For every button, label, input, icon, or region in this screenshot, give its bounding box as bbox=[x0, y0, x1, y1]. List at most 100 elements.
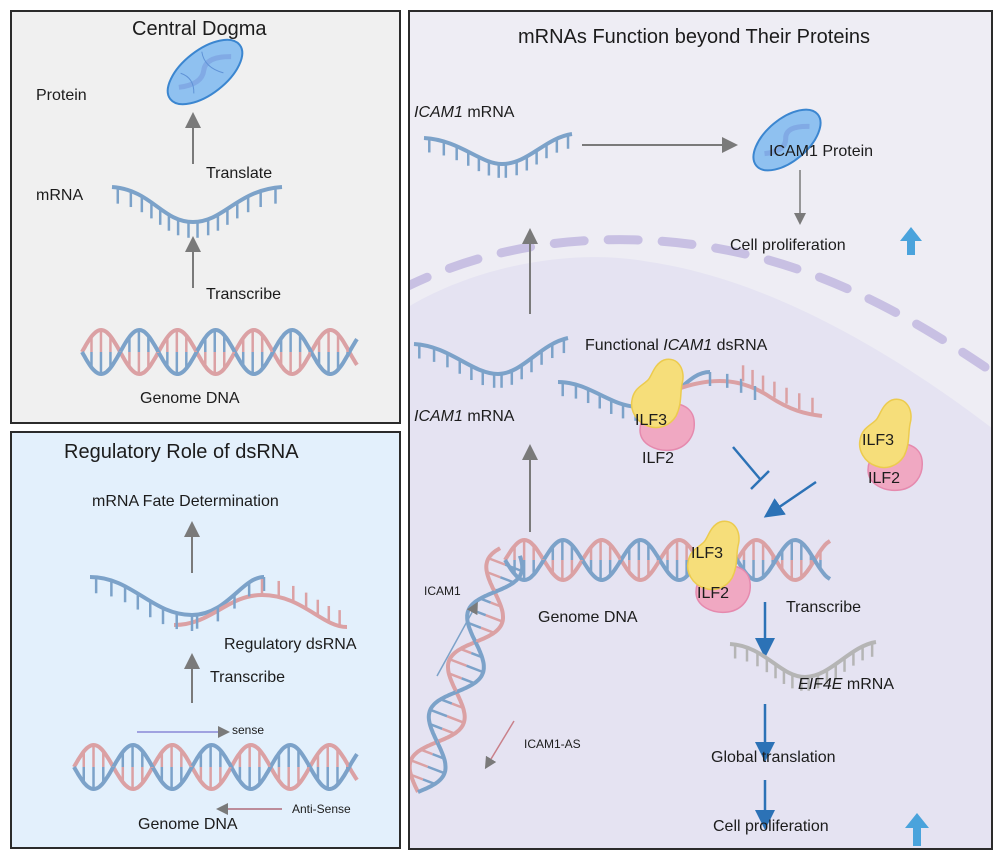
dna-strand-sense bbox=[80, 327, 359, 377]
cell-proliferation-top-label: Cell proliferation bbox=[730, 237, 846, 254]
base-pair bbox=[470, 651, 483, 659]
base-pair bbox=[440, 698, 453, 705]
increase-arrow-top-icon bbox=[900, 227, 922, 255]
dna-strand-sense bbox=[503, 537, 832, 583]
icam1-mrna-top-label: ICAM1 mRNA bbox=[414, 104, 514, 122]
gene-name: ICAM1 bbox=[414, 104, 463, 121]
label-suffix: mRNA bbox=[462, 408, 515, 425]
icam1-protein-icon bbox=[752, 108, 822, 172]
label-suffix: dsRNA bbox=[712, 337, 768, 354]
functional-dsrna-label: Functional ICAM1 dsRNA bbox=[585, 337, 767, 355]
base-pair bbox=[410, 759, 429, 768]
label-suffix: mRNA bbox=[842, 676, 895, 693]
nuclear-membrane bbox=[410, 235, 990, 372]
transcribe-label: Transcribe bbox=[206, 286, 281, 303]
base-pair bbox=[441, 727, 456, 735]
ilf-complex-dsrna bbox=[630, 358, 695, 452]
protein-label: Protein bbox=[36, 87, 87, 104]
icam1-strand-label: ICAM1 bbox=[424, 584, 461, 598]
base-pair bbox=[480, 626, 495, 634]
ilf2-label: ILF2 bbox=[697, 585, 730, 602]
antisense-label: Anti-Sense bbox=[292, 802, 351, 816]
icam1-mrna-mid-icon bbox=[413, 336, 569, 388]
ilf-binding-arrow bbox=[763, 480, 817, 518]
dna-strand-antisense bbox=[80, 327, 359, 377]
genome-dna-label: Genome DNA bbox=[538, 609, 638, 626]
panel-title: Regulatory Role of dsRNA bbox=[64, 441, 299, 463]
sense-label: sense bbox=[232, 723, 265, 737]
dna-strand-antisense bbox=[72, 742, 359, 792]
base-pair bbox=[475, 639, 479, 643]
ilf3-label: ILF3 bbox=[862, 432, 895, 449]
mrna-function-panel: mRNAs Function beyond Their Proteins ICA… bbox=[408, 10, 993, 850]
regulatory-dsrna-graphics bbox=[72, 521, 359, 815]
base-pair bbox=[429, 722, 443, 731]
icam1-mrna-mid-label: ICAM1 mRNA bbox=[414, 408, 514, 426]
mrna-strand-icon bbox=[111, 185, 283, 238]
global-translation-label: Global translation bbox=[711, 749, 836, 766]
panel-title: Central Dogma bbox=[132, 18, 267, 40]
base-pair bbox=[422, 778, 436, 786]
ilf2-label: ILF2 bbox=[868, 470, 901, 487]
base-pair bbox=[479, 597, 492, 604]
regulatory-dsrna-label: Regulatory dsRNA bbox=[224, 636, 357, 653]
base-pair bbox=[460, 647, 472, 655]
cell-proliferation-bottom-label: Cell proliferation bbox=[713, 818, 829, 835]
icam1-protein-label: ICAM1 Protein bbox=[769, 143, 874, 160]
base-pair bbox=[410, 773, 424, 781]
base-pair bbox=[420, 748, 433, 756]
base-pair bbox=[465, 664, 484, 674]
base-pair bbox=[451, 702, 464, 710]
base-pair bbox=[461, 677, 475, 685]
gene-name: ICAM1 bbox=[663, 337, 713, 354]
dna-helix-icon bbox=[72, 742, 359, 792]
base-pair bbox=[486, 570, 501, 579]
base-pair bbox=[499, 576, 515, 584]
ilf-complex-free bbox=[858, 398, 923, 492]
base-pair bbox=[467, 621, 482, 629]
gene-name: EIF4E bbox=[798, 676, 843, 693]
ilf3-label: ILF3 bbox=[691, 545, 724, 562]
base-pair bbox=[449, 658, 467, 667]
icam1-direction-arrow bbox=[436, 601, 478, 677]
increase-arrow-bottom-icon bbox=[905, 813, 929, 846]
icam1-as-direction-arrow bbox=[484, 720, 515, 770]
label-prefix: Functional bbox=[585, 337, 664, 354]
icam1-as-strand-label: ICAM1-AS bbox=[524, 737, 581, 751]
base-pair bbox=[446, 715, 465, 724]
regulatory-dsrna-panel: Regulatory Role of dsRNA mRNA Fate Deter… bbox=[10, 431, 401, 849]
genome-dna-label: Genome DNA bbox=[138, 816, 238, 833]
functional-dsrna-icon bbox=[557, 365, 823, 421]
base-pair bbox=[427, 765, 445, 775]
dsrna-icon bbox=[89, 575, 348, 631]
transcribe-label: Transcribe bbox=[786, 599, 861, 616]
panel-title: mRNAs Function beyond Their Proteins bbox=[518, 26, 871, 48]
central-dogma-graphics bbox=[80, 38, 359, 377]
base-pair bbox=[432, 752, 445, 760]
label-suffix: mRNA bbox=[462, 104, 515, 121]
base-pair bbox=[429, 708, 448, 718]
dna-helix-icon bbox=[80, 327, 359, 377]
base-pair bbox=[473, 638, 477, 642]
translate-label: Translate bbox=[206, 165, 273, 182]
eif4e-mrna-label: EIF4E mRNA bbox=[798, 676, 894, 694]
genome-dna-label: Genome DNA bbox=[140, 390, 240, 407]
dna-strand-sense bbox=[72, 742, 359, 792]
base-pair bbox=[488, 557, 506, 566]
mrna-label: mRNA bbox=[36, 187, 84, 204]
ilf-complex-dna bbox=[686, 520, 751, 614]
base-pair bbox=[490, 601, 502, 608]
ilf3-label: ILF3 bbox=[635, 412, 668, 429]
base-pair bbox=[495, 588, 499, 592]
base-pair bbox=[492, 587, 496, 592]
gene-name: ICAM1 bbox=[414, 408, 463, 425]
transcribe-label: Transcribe bbox=[210, 669, 285, 686]
icam1-mrna-top-icon bbox=[423, 132, 573, 178]
central-dogma-panel: Central Dogma Protein mRNA Translate Tra… bbox=[10, 10, 401, 424]
protein-icon bbox=[166, 38, 244, 106]
base-pair bbox=[448, 672, 463, 680]
inhibition-arrow bbox=[732, 446, 770, 490]
dna-strand-sense bbox=[417, 555, 525, 794]
mrna-fate-label: mRNA Fate Determination bbox=[92, 493, 279, 510]
base-pair bbox=[485, 613, 503, 623]
